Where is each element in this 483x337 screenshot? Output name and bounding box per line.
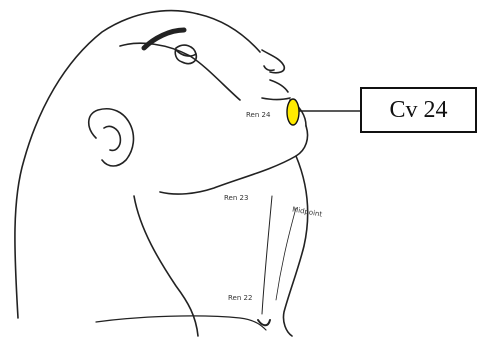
clavicle [96, 316, 266, 330]
nostril [264, 66, 274, 70]
ear-outline [89, 109, 134, 166]
trachea-line [262, 196, 272, 314]
forehead-outline [198, 14, 260, 52]
nose-outline [262, 50, 284, 73]
chin-outline [160, 126, 308, 194]
cheek-outline [120, 43, 240, 100]
mouth-line [262, 98, 290, 100]
acupoint-marker [287, 99, 299, 125]
sketch-label-ren-23: Ren 23 [224, 194, 248, 202]
sketch-label-ren-24: Ren 24 [246, 111, 270, 119]
neck-front [283, 156, 307, 336]
midpoint-line [276, 208, 296, 300]
callout-label: Cv 24 [389, 97, 447, 124]
sketch-label-ren-22: Ren 22 [228, 294, 252, 302]
ear-inner [104, 126, 120, 150]
callout-box: Cv 24 [360, 87, 477, 133]
neck-back [134, 196, 198, 336]
upper-lip [270, 80, 288, 92]
